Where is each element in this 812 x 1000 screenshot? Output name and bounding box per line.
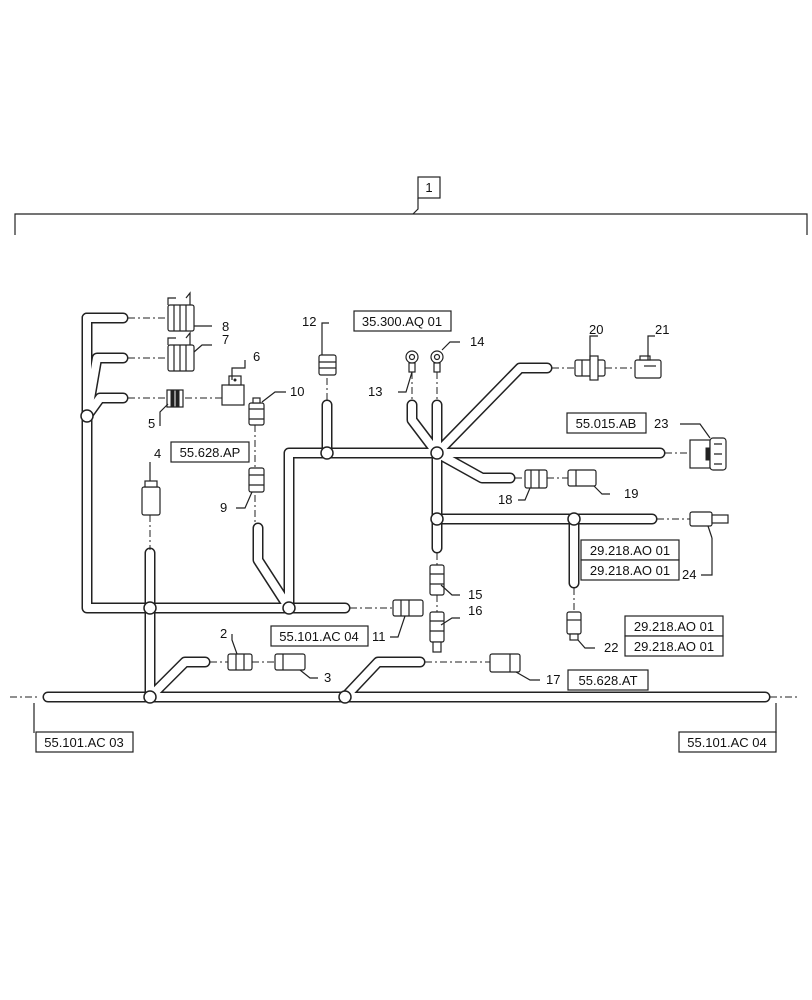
connector-7-icon xyxy=(167,331,195,372)
connector-16-icon xyxy=(429,611,445,653)
item-10: 10 xyxy=(290,384,304,399)
connector-3-icon xyxy=(274,653,306,671)
ref-55-628-at: 55.628.AT xyxy=(578,673,637,688)
connector-6-icon xyxy=(221,375,245,406)
connector-9-icon xyxy=(248,467,265,493)
item-3: 3 xyxy=(324,670,331,685)
ref-29-218-ao-01-d: 29.218.AO 01 xyxy=(634,639,714,654)
item-8: 8 xyxy=(222,319,229,334)
item-7: 7 xyxy=(222,332,229,347)
item-23: 23 xyxy=(654,416,668,431)
connector-18-icon xyxy=(524,469,548,489)
ref-29-218-ao-01-b: 29.218.AO 01 xyxy=(590,563,670,578)
connector-23-icon xyxy=(689,437,727,471)
connector-12-icon xyxy=(318,354,337,376)
junction-nodes xyxy=(80,409,581,704)
sensor-22-icon xyxy=(566,611,582,641)
item-18: 18 xyxy=(498,492,512,507)
item-15: 15 xyxy=(468,587,482,602)
item-19: 19 xyxy=(624,486,638,501)
component-4-icon xyxy=(141,480,161,516)
ref-29-218-ao-01-a: 29.218.AO 01 xyxy=(590,543,670,558)
item-9: 9 xyxy=(220,500,227,515)
item-16: 16 xyxy=(468,603,482,618)
item-4: 4 xyxy=(154,446,161,461)
ring-terminal-14-icon xyxy=(430,350,444,373)
ref-55-015-ab: 55.015.AB xyxy=(576,416,637,431)
item-17: 17 xyxy=(546,672,560,687)
item-12: 12 xyxy=(302,314,316,329)
ring-terminal-13-icon xyxy=(405,350,419,373)
connector-21-icon xyxy=(634,355,662,379)
connector-2-icon xyxy=(227,653,253,671)
item-14: 14 xyxy=(470,334,484,349)
connector-parts xyxy=(141,291,729,673)
item-2: 2 xyxy=(220,626,227,641)
connector-8-icon xyxy=(167,291,195,332)
ref-55-628-ap: 55.628.AP xyxy=(180,445,241,460)
connector-19-icon xyxy=(567,469,597,487)
ref-55-101-ac-04-mid: 55.101.AC 04 xyxy=(279,629,359,644)
item-5: 5 xyxy=(148,416,155,431)
item-20: 20 xyxy=(589,322,603,337)
connector-17-icon xyxy=(489,653,521,673)
item-leaders xyxy=(149,322,713,681)
item-24: 24 xyxy=(682,567,696,582)
item-22: 22 xyxy=(604,640,618,655)
item-numbers: 8 7 5 6 10 9 4 12 13 14 20 21 23 18 19 2… xyxy=(148,314,696,687)
sensor-24-icon xyxy=(689,511,729,539)
connector-15-icon xyxy=(429,564,445,596)
ref-35-300-aq-01: 35.300.AQ 01 xyxy=(362,314,442,329)
connector-11-icon xyxy=(392,599,424,617)
item-11: 11 xyxy=(372,629,386,644)
assembly-bracket: 1 xyxy=(14,176,808,235)
reference-boxes: 35.300.AQ 01 55.015.AB 55.628.AP 29.218.… xyxy=(33,310,777,753)
ref-55-101-ac-03: 55.101.AC 03 xyxy=(44,735,124,750)
ref-29-218-ao-01-c: 29.218.AO 01 xyxy=(634,619,714,634)
center-lines xyxy=(10,317,800,698)
connector-10-icon xyxy=(248,397,265,426)
item-21: 21 xyxy=(655,322,669,337)
item-13: 13 xyxy=(368,384,382,399)
connector-5-icon xyxy=(166,389,184,408)
assembly-callout-1: 1 xyxy=(425,180,432,195)
item-6: 6 xyxy=(253,349,260,364)
ref-55-101-ac-04-right: 55.101.AC 04 xyxy=(687,735,767,750)
